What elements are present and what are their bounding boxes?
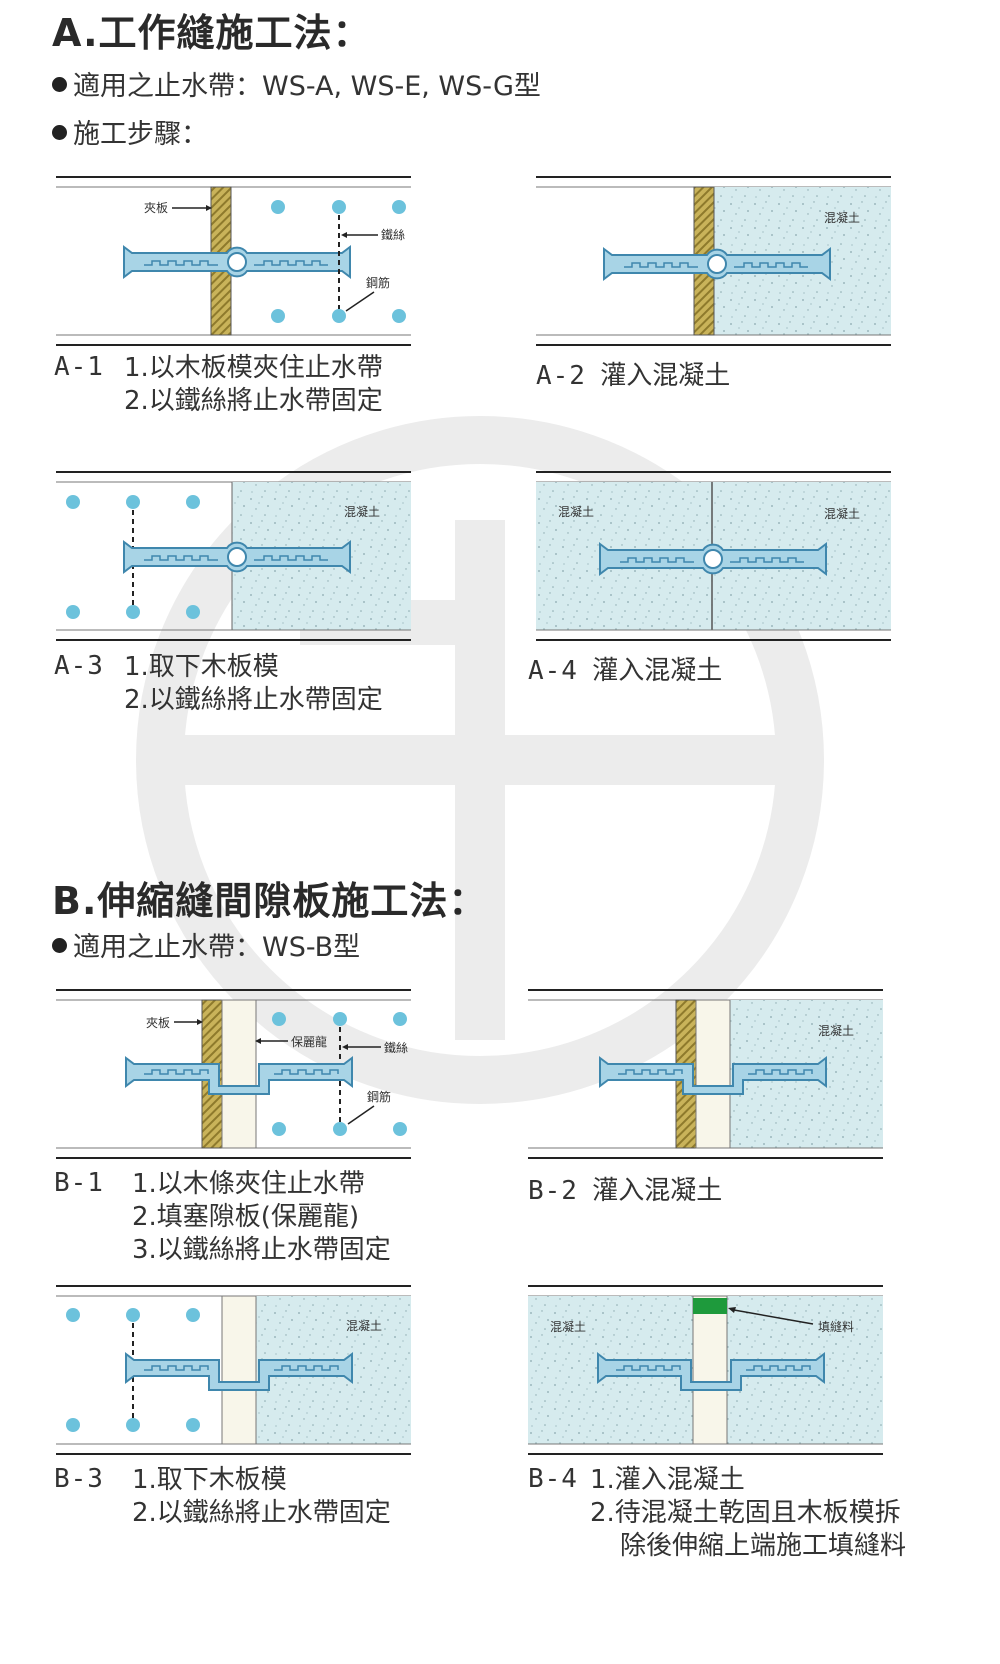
step-line: 2.填塞隙板(保麗龍)	[132, 1202, 360, 1232]
step-line: 1.以木板模夾住止水帶	[124, 353, 383, 383]
section-b-title: B.伸縮縫間隙板施工法：	[52, 879, 488, 923]
diagram-a2: 混凝土	[536, 176, 891, 346]
step-code: B-4	[528, 1464, 578, 1494]
label-rebar: 鋼筋	[366, 275, 390, 290]
label-wire: 鐵絲	[381, 227, 405, 242]
step-code: A-2	[536, 361, 586, 391]
filler-board	[221, 1295, 257, 1445]
section-b-applicable-text: 適用之止水帶：WS-B型	[73, 932, 361, 963]
section-a-steps-heading-text: 施工步驟：	[73, 119, 208, 150]
label-concrete: 混凝土	[344, 504, 380, 519]
label-rebar: 鋼筋	[367, 1089, 391, 1104]
caption-a2: A-2 灌入混凝土	[536, 355, 730, 392]
filler-board	[695, 999, 731, 1149]
step-line: 1.灌入混凝土	[590, 1465, 745, 1495]
step-code: A-3	[54, 651, 104, 681]
label-clamp-board: 夾板	[146, 1016, 170, 1030]
diagram-b3: 混凝土	[56, 1285, 411, 1455]
step-line: 1.取下木板模	[124, 652, 279, 682]
diagram-b1: 夾板 保麗龍 鐵絲 鋼筋	[56, 989, 411, 1159]
section-a-applicable: 適用之止水帶：WS-A, WS-E, WS-G型	[52, 64, 541, 103]
filler-board	[221, 999, 257, 1149]
step-line: 1.取下木板模	[132, 1465, 287, 1495]
label-filler-board: 保麗龍	[291, 1034, 327, 1049]
section-a-applicable-text: 適用之止水帶：WS-A, WS-E, WS-G型	[73, 71, 541, 102]
label-concrete-left: 混凝土	[558, 504, 594, 519]
label-concrete: 混凝土	[550, 1319, 586, 1334]
rebars	[272, 1012, 407, 1136]
caption-b2: B-2 灌入混凝土	[528, 1170, 722, 1207]
step-line: 除後伸縮上端施工填縫料	[620, 1531, 907, 1561]
step-line: 2.以鐵絲將止水帶固定	[124, 685, 383, 715]
diagram-a1: 夾板 鐵絲 鋼筋	[56, 176, 411, 346]
step-line: 2.以鐵絲將止水帶固定	[124, 386, 383, 416]
section-a-title: A.工作縫施工法：	[52, 11, 372, 55]
section-a-steps-heading: 施工步驟：	[52, 112, 208, 151]
label-sealant: 填縫料	[818, 1319, 854, 1334]
diagram-a4: 混凝土 混凝土	[536, 471, 891, 641]
rebars	[66, 1308, 200, 1432]
bullet-dot	[52, 125, 67, 140]
rebars	[271, 200, 406, 323]
filler-board	[692, 1295, 728, 1445]
step-code: B-2	[528, 1176, 578, 1206]
step-code: A-4	[528, 656, 578, 686]
step-line: 3.以鐵絲將止水帶固定	[132, 1235, 391, 1265]
bullet-dot	[52, 938, 67, 953]
diagram-b2: 混凝土	[528, 989, 883, 1159]
label-concrete: 混凝土	[824, 210, 860, 225]
step-code: A-1	[54, 352, 104, 382]
diagram-a3: 混凝土	[56, 471, 411, 641]
waterstop	[123, 246, 351, 278]
label-concrete: 混凝土	[346, 1318, 382, 1333]
step-line: 灌入混凝土	[600, 361, 731, 391]
label-clamp-board: 夾板	[144, 201, 168, 215]
step-line: 1.以木條夾住止水帶	[132, 1169, 365, 1199]
diagram-b4: 混凝土 填縫料	[528, 1285, 883, 1455]
section-b-applicable: 適用之止水帶：WS-B型	[52, 925, 360, 964]
step-line: 灌入混凝土	[592, 656, 723, 686]
step-code: B-3	[54, 1464, 104, 1494]
step-line: 2.待混凝土乾固且木板模拆	[590, 1498, 901, 1528]
label-concrete: 混凝土	[818, 1023, 854, 1038]
step-line: 2.以鐵絲將止水帶固定	[132, 1498, 391, 1528]
label-concrete-right: 混凝土	[824, 506, 860, 521]
step-code: B-1	[54, 1168, 104, 1198]
bullet-dot	[52, 77, 67, 92]
label-wire: 鐵絲	[384, 1040, 408, 1055]
step-line: 灌入混凝土	[592, 1176, 723, 1206]
sealant	[693, 1298, 727, 1314]
rebars	[66, 495, 200, 619]
caption-a4: A-4 灌入混凝土	[528, 650, 722, 687]
